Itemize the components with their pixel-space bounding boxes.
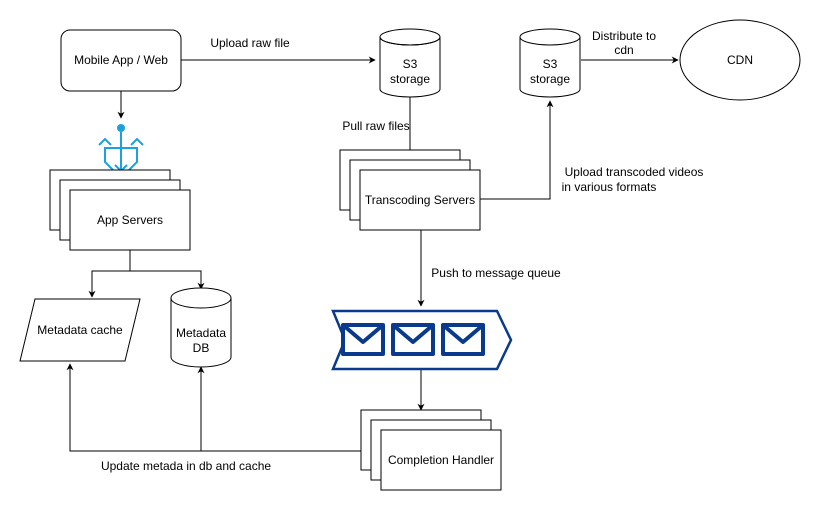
s3-out-label-line1: S3 [543, 57, 558, 71]
metadata-cache-node: Metadata cache [19, 298, 141, 362]
s3-out-label-line2: storage [530, 72, 570, 86]
app-servers-node: App Servers [49, 169, 191, 251]
edge-transcoding-to-s3out [480, 100, 554, 200]
message-queue-icon [331, 309, 513, 371]
completion-label: Completion Handler [388, 453, 494, 467]
cdn-node: CDN [679, 19, 801, 101]
label-pull-raw: Pull raw files [342, 119, 409, 133]
client-node: Mobile App / Web [60, 29, 182, 92]
s3-raw-storage: S3 storage [379, 28, 441, 98]
app-servers-label: App Servers [97, 213, 163, 227]
label-upload-transcoded-line2: in various formats [562, 180, 657, 194]
label-distribute-line1: Distribute to [592, 29, 656, 43]
label-update-meta: Update metada in db and cache [101, 459, 271, 473]
client-label: Mobile App / Web [74, 53, 168, 67]
metadata-cache-label: Metadata cache [37, 323, 123, 337]
metadata-db-label-line1: Metadata [176, 326, 226, 340]
label-upload-raw: Upload raw file [210, 36, 290, 50]
transcoding-servers-node: Transcoding Servers [339, 149, 481, 231]
edge-appservers-to-cache [88, 250, 131, 298]
edge-completion-to-cache [66, 363, 361, 452]
transcoding-label: Transcoding Servers [365, 193, 475, 207]
edge-labels: Upload raw file Distribute to cdn Pull r… [101, 29, 703, 473]
label-upload-transcoded-line1: Upload transcoded videos [565, 165, 704, 179]
metadata-db-node: Metadata DB [170, 287, 232, 368]
s3-raw-label-line1: S3 [403, 57, 418, 71]
label-push-queue: Push to message queue [431, 266, 561, 280]
cdn-label: CDN [727, 53, 753, 67]
load-balancer-icon [98, 124, 144, 173]
label-distribute-line2: cdn [614, 43, 633, 57]
s3-raw-label-line2: storage [390, 72, 430, 86]
metadata-db-label-line2: DB [193, 341, 210, 355]
connectors [66, 56, 679, 452]
s3-output-storage: S3 storage [519, 28, 581, 98]
completion-handler-node: Completion Handler [360, 409, 502, 491]
edge-appservers-to-db [130, 270, 205, 290]
